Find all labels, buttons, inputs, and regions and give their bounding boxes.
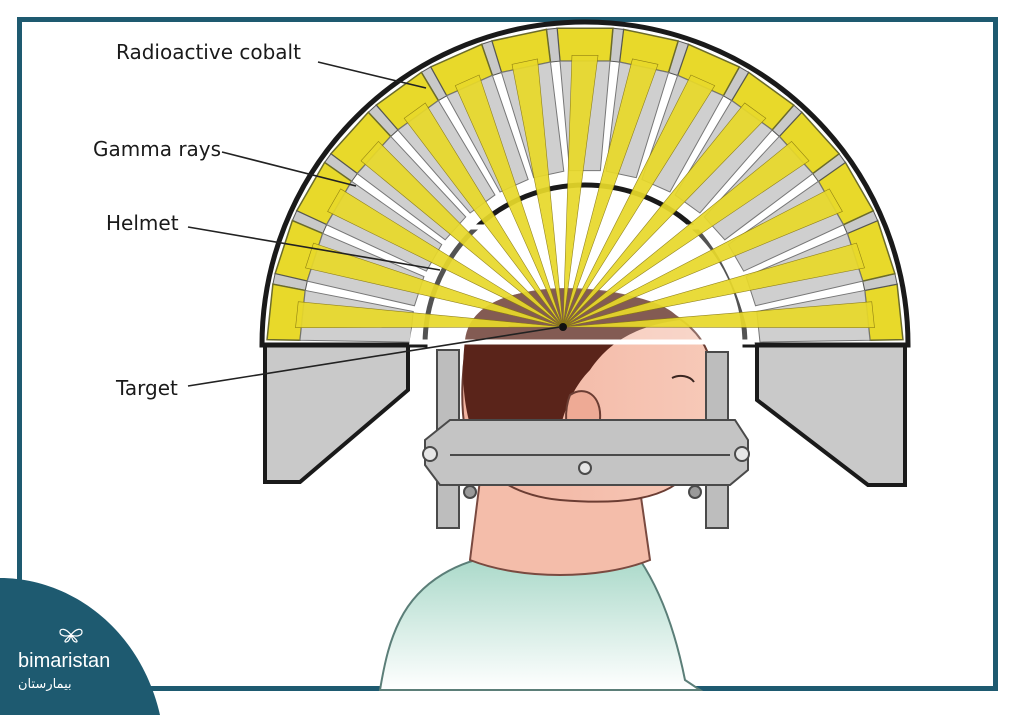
gamma-ray [454, 74, 564, 328]
gamma-ray [562, 74, 716, 328]
gamma-ray [562, 141, 810, 328]
leader-line-target [187, 326, 561, 387]
butterfly-logo-icon [59, 628, 83, 643]
gamma-ray [562, 301, 875, 328]
gamma-rays [295, 54, 875, 328]
gamma-ray [305, 242, 564, 328]
brand-name: bimaristan [18, 650, 111, 672]
gamma-ray [360, 141, 564, 328]
leader-line-gamma [221, 151, 357, 187]
gamma-ray [562, 102, 767, 328]
gamma-ray [511, 58, 564, 328]
gamma-ray [562, 242, 865, 328]
leader-line-helmet [187, 226, 441, 271]
logo-background [0, 578, 160, 715]
patient-hair [463, 289, 680, 461]
gamma-ray [327, 188, 564, 328]
patient-neck [468, 478, 652, 576]
gamma-ray [562, 188, 843, 328]
shield-right-plate [755, 343, 907, 487]
shield-left-plate [263, 343, 410, 484]
gamma-ray [562, 54, 599, 328]
label-gamma-rays: Gamma rays [93, 137, 222, 161]
stereotactic-frame [422, 349, 750, 529]
leader-line-cobalt [317, 61, 427, 89]
label-radioactive-cobalt: Radioactive cobalt [116, 40, 301, 64]
patient-eye [671, 374, 695, 383]
gamma-ray [403, 102, 564, 328]
gamma-ray [295, 301, 564, 328]
target-point [559, 323, 567, 331]
label-target: Target [116, 376, 178, 400]
label-helmet: Helmet [106, 211, 179, 235]
patient-shirt [378, 553, 704, 691]
brand-name-arabic: بيمارستان [18, 677, 72, 692]
gamma-ray [562, 58, 659, 328]
